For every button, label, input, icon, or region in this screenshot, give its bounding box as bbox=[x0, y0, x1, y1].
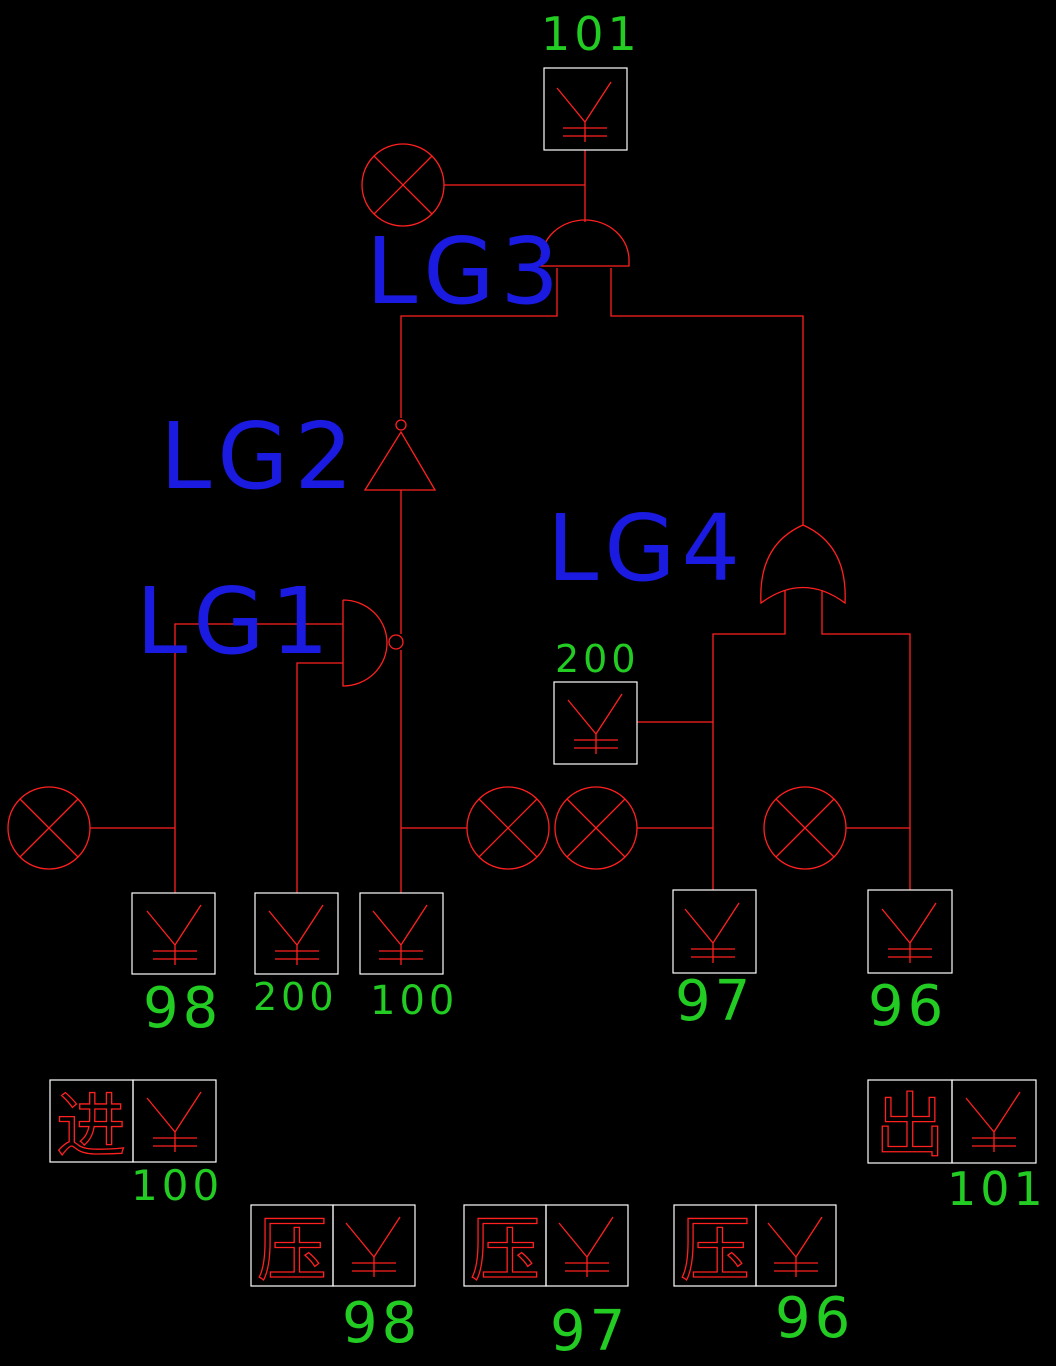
legend-press-2: 压 bbox=[463, 1204, 629, 1292]
gate-label-lg4: LG4 bbox=[547, 495, 746, 602]
gate-label-lg1: LG1 bbox=[136, 568, 335, 675]
yen-contact-icon bbox=[268, 904, 324, 966]
contact-in-b bbox=[254, 892, 339, 975]
address-in-d: 97 bbox=[675, 969, 754, 1034]
yen-contact-icon bbox=[146, 904, 202, 966]
legend-press-1-char: 压 bbox=[257, 1209, 327, 1291]
gate-lg4-or-icon bbox=[760, 524, 846, 605]
yen-contact-icon bbox=[767, 1216, 823, 1278]
yen-contact-icon bbox=[567, 693, 623, 755]
lamp-x-icon bbox=[361, 143, 445, 227]
yen-contact-icon bbox=[345, 1216, 401, 1278]
contact-in-d bbox=[672, 889, 757, 974]
address-in-b: 200 bbox=[253, 975, 338, 1019]
contact-lg4-input bbox=[553, 681, 638, 765]
address-lg4-input: 200 bbox=[555, 637, 640, 681]
yen-contact-icon bbox=[146, 1091, 202, 1153]
legend-inlet: 进 bbox=[49, 1079, 217, 1168]
legend-inlet-char: 进 bbox=[56, 1085, 126, 1167]
lamp-x-icon bbox=[763, 786, 847, 870]
legend-press-1-address: 98 bbox=[342, 1291, 421, 1356]
legend-outlet: 出 bbox=[867, 1079, 1037, 1168]
gate-lg3-and-icon bbox=[540, 219, 630, 267]
yen-contact-icon bbox=[372, 904, 428, 966]
lamp-x-icon bbox=[466, 786, 550, 870]
contact-in-a bbox=[131, 892, 216, 975]
gate-lg2-not-icon bbox=[363, 419, 437, 491]
gate-lg1-nand-icon bbox=[342, 599, 404, 687]
address-in-c: 100 bbox=[370, 978, 458, 1024]
address-top-output: 101 bbox=[541, 7, 641, 61]
yen-contact-icon bbox=[965, 1091, 1021, 1153]
lamp-x-icon bbox=[7, 786, 91, 870]
legend-press-1: 压 bbox=[250, 1204, 416, 1292]
yen-contact-icon bbox=[558, 1216, 614, 1278]
address-in-a: 98 bbox=[143, 976, 222, 1041]
legend-press-3-address: 96 bbox=[775, 1286, 854, 1351]
legend-outlet-address: 101 bbox=[947, 1162, 1047, 1216]
yen-contact-icon bbox=[556, 81, 612, 143]
contact-in-c bbox=[359, 892, 444, 975]
wiring bbox=[90, 150, 911, 893]
legend-press-3-char: 压 bbox=[680, 1209, 750, 1291]
gate-label-lg2: LG2 bbox=[160, 403, 359, 510]
contact-in-e bbox=[867, 889, 953, 974]
legend-press-2-char: 压 bbox=[470, 1209, 540, 1291]
contact-top-output bbox=[543, 67, 628, 151]
legend-press-2-address: 97 bbox=[550, 1299, 629, 1364]
legend-inlet-address: 100 bbox=[131, 1161, 223, 1210]
address-in-e: 96 bbox=[868, 974, 947, 1039]
gate-label-lg3: LG3 bbox=[366, 218, 565, 325]
yen-contact-icon bbox=[684, 902, 740, 964]
lamp-x-icon bbox=[554, 786, 638, 870]
yen-contact-icon bbox=[881, 902, 937, 964]
legend-outlet-char: 出 bbox=[875, 1085, 945, 1167]
legend-press-3: 压 bbox=[673, 1204, 837, 1292]
